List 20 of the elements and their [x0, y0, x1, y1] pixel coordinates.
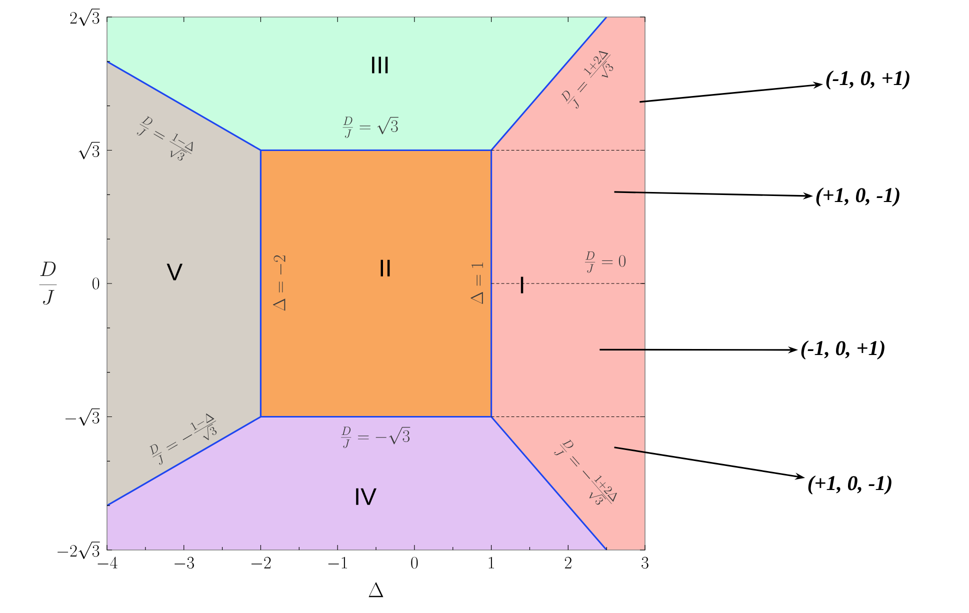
state-label: (+1, 0, -1): [816, 187, 900, 207]
formula-label: $\Delta = 1$: [470, 262, 483, 304]
tick-label: $2\sqrt{3}$: [70, 8, 100, 26]
tick-label: $-2\sqrt{3}$: [58, 542, 100, 559]
state-label: (-1, 0, +1): [801, 340, 884, 360]
tick-label: $-\sqrt{3}$: [65, 408, 100, 426]
tick-label: $2$: [564, 556, 572, 568]
formula-label: $\frac{D}{J} = \sqrt{3}$: [342, 116, 398, 138]
tick-label: $3$: [642, 556, 648, 569]
formula-label: $\frac{D}{J} = 0$: [584, 252, 626, 273]
tick-label: $1$: [488, 556, 494, 568]
formula-label: $\frac{D}{J} = -\sqrt{3}$: [341, 426, 410, 448]
axis-label: $\Delta$: [368, 582, 384, 598]
tick-label: $-4$: [98, 556, 118, 568]
formula-label: $\Delta = -2$: [272, 255, 286, 311]
formula-label: $\frac{D}{J} = -\frac{1-\Delta}{\sqrt{3}}$: [150, 414, 217, 465]
state-label: (+1, 0, -1): [808, 475, 892, 495]
tick-label: $\sqrt{3}$: [78, 142, 100, 160]
formula-label: $\frac{D}{J}$: [39, 262, 57, 305]
state-label: (-1, 0, +1): [826, 70, 910, 90]
